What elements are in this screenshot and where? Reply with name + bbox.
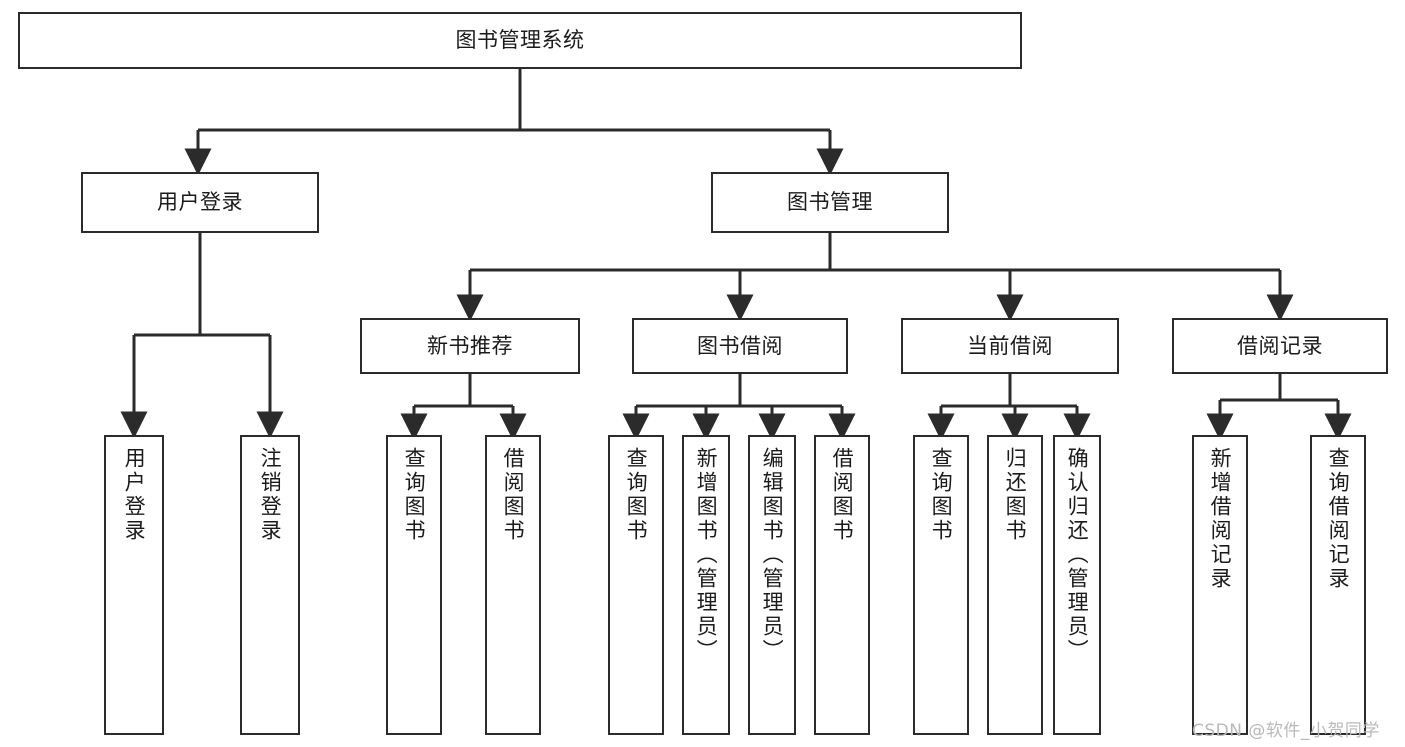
leaf-query-book-current-label: 查询图书: [929, 447, 954, 543]
leaf-add-book-admin[interactable]: 新增图书（管理员）: [682, 435, 730, 735]
leaf-query-book-rec[interactable]: 查询图书: [386, 435, 442, 735]
user-login-connectors: [120, 233, 284, 439]
leaf-edit-book-admin-label: 编辑图书（管理员）: [760, 447, 785, 663]
leaf-logout-login-label: 注销登录: [258, 447, 283, 543]
leaf-confirm-return-label: 确认归还（管理员）: [1065, 447, 1090, 663]
csdn-watermark: CSDN @软件_小贺同学: [1192, 721, 1380, 741]
leaf-query-book-rec-label: 查询图书: [402, 447, 427, 543]
leaf-add-borrow-record-label: 新增借阅记录: [1208, 447, 1233, 591]
node-root-label: 图书管理系统: [455, 28, 585, 53]
leaf-user-login[interactable]: 用户登录: [104, 435, 164, 735]
leaf-logout-login[interactable]: 注销登录: [240, 435, 300, 735]
leaf-query-book-current[interactable]: 查询图书: [913, 435, 969, 735]
leaf-borrow-book-rec[interactable]: 借阅图书: [485, 435, 541, 735]
leaf-borrow-book-rec-label: 借阅图书: [501, 447, 526, 543]
node-book-manage-label: 图书管理: [787, 190, 873, 215]
book-manage-connectors: [456, 233, 1294, 322]
node-new-book-recommend-label: 新书推荐: [427, 333, 513, 358]
leaf-query-book-borrow[interactable]: 查询图书: [608, 435, 664, 735]
leaf-borrow-book-label: 借阅图书: [830, 447, 855, 543]
leaf-confirm-return[interactable]: 确认归还（管理员）: [1053, 435, 1101, 735]
node-book-manage[interactable]: 图书管理: [711, 172, 949, 233]
leaf-edit-book-admin[interactable]: 编辑图书（管理员）: [748, 435, 796, 735]
current-borrow-connectors: [927, 374, 1091, 441]
leaf-query-book-borrow-label: 查询图书: [624, 447, 649, 543]
node-user-login[interactable]: 用户登录: [81, 172, 319, 233]
book-borrow-connectors: [622, 374, 856, 441]
borrow-record-connectors: [1206, 374, 1352, 441]
node-borrow-record-label: 借阅记录: [1237, 333, 1323, 358]
node-borrow-record[interactable]: 借阅记录: [1172, 318, 1388, 374]
leaf-return-book-label: 归还图书: [1003, 447, 1028, 543]
node-new-book-recommend[interactable]: 新书推荐: [360, 318, 580, 374]
leaf-query-borrow-record[interactable]: 查询借阅记录: [1310, 435, 1366, 735]
new-book-recommend-connectors: [400, 374, 527, 441]
leaf-query-borrow-record-label: 查询借阅记录: [1326, 447, 1351, 591]
node-book-borrow-label: 图书借阅: [697, 333, 783, 358]
root-connectors: [184, 69, 844, 176]
node-current-borrow-label: 当前借阅: [967, 333, 1053, 358]
node-root[interactable]: 图书管理系统: [18, 12, 1022, 69]
node-user-login-label: 用户登录: [157, 190, 243, 215]
leaf-add-borrow-record[interactable]: 新增借阅记录: [1192, 435, 1248, 735]
leaf-borrow-book[interactable]: 借阅图书: [814, 435, 870, 735]
leaf-return-book[interactable]: 归还图书: [987, 435, 1043, 735]
node-current-borrow[interactable]: 当前借阅: [901, 318, 1119, 374]
node-book-borrow[interactable]: 图书借阅: [632, 318, 848, 374]
leaf-user-login-label: 用户登录: [122, 447, 147, 543]
leaf-add-book-admin-label: 新增图书（管理员）: [694, 447, 719, 663]
